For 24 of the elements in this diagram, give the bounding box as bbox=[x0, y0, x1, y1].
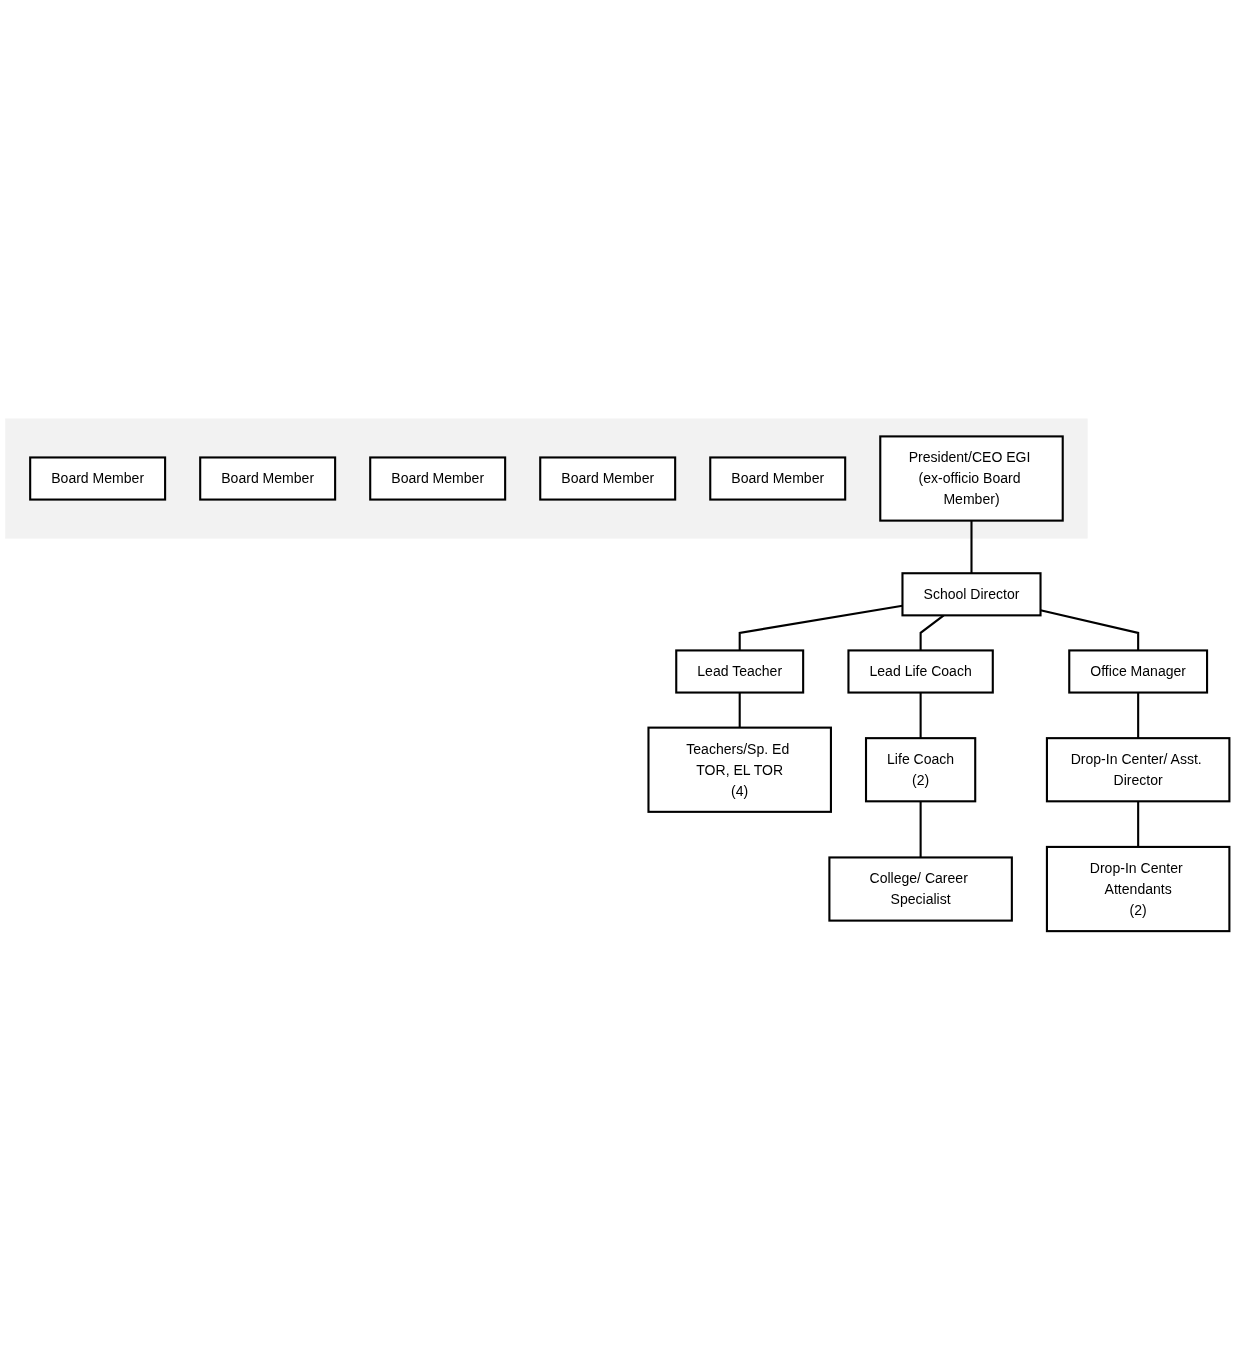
node-box: Lead Teacher bbox=[675, 649, 805, 694]
node-box: Lead Life Coach bbox=[847, 649, 994, 694]
node-box: Board Member bbox=[709, 456, 847, 501]
connector bbox=[919, 801, 922, 858]
node-box: President/CEO EGI (ex-officio Board Member) bbox=[879, 435, 1064, 522]
node-box: Drop-In Center Attendants (2) bbox=[1045, 845, 1231, 933]
connector bbox=[1040, 609, 1140, 651]
node-box: Board Member bbox=[199, 456, 337, 501]
node-box: Office Manager bbox=[1068, 649, 1209, 694]
connector bbox=[738, 692, 741, 728]
node-box: Drop-In Center/ Asst. Director bbox=[1045, 737, 1231, 803]
cluster bbox=[5, 418, 1088, 539]
connector bbox=[1137, 692, 1140, 739]
node-box: School Director bbox=[901, 572, 1042, 617]
node-box: Life Coach (2) bbox=[864, 737, 977, 803]
connector bbox=[1137, 801, 1140, 847]
connector bbox=[738, 604, 903, 651]
node-box: Teachers/Sp. Ed TOR, EL TOR (4) bbox=[647, 726, 832, 813]
node-box: Board Member bbox=[369, 456, 507, 501]
node-box: Board Member bbox=[29, 456, 167, 501]
connector bbox=[919, 692, 922, 739]
connector bbox=[970, 520, 973, 574]
node-box: Board Member bbox=[539, 456, 677, 501]
node-box: College/ Career Specialist bbox=[828, 856, 1013, 922]
